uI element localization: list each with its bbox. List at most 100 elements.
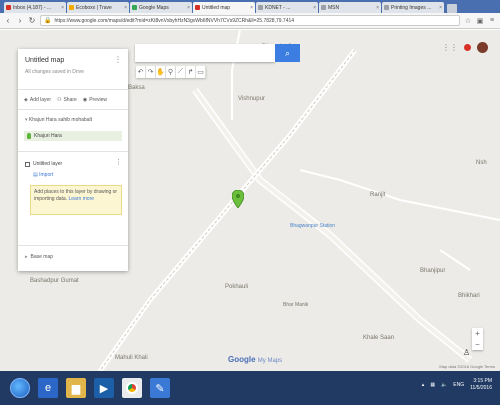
browser-tab[interactable]: Printing Images ... × [382,2,444,13]
add-layer-button[interactable]: ◈Add layer [24,97,51,103]
place-item-label: Khajuri Hara [34,133,62,139]
lock-icon: 🔒 [44,18,52,24]
share-label: Share [63,97,77,103]
layer-row[interactable]: Untitled layer [25,161,62,167]
preview-label: Preview [89,97,107,103]
tab-favicon-icon [6,5,11,10]
place-label: Nsh [476,160,487,166]
search-icon: ⌕ [284,47,291,58]
map-side-panel: Untitled map All changes saved in Drive … [18,49,128,271]
browser-tab[interactable]: Ecoboxx | Trave× [67,2,129,13]
browser-tab[interactable]: Google Maps× [130,2,192,13]
tab-close-icon[interactable]: × [439,4,442,11]
tab-close-icon[interactable]: × [313,4,316,11]
place-label: Baksa [128,85,145,91]
tab-favicon-icon [258,5,263,10]
hand-icon[interactable]: ✋ [156,66,166,78]
new-tab-button[interactable] [447,4,457,13]
tab-close-icon[interactable]: × [250,4,253,11]
tab-favicon-icon [69,5,74,10]
base-map-label: Base map [30,254,54,260]
map-toolbar: ↶ ↷ ✋ ⚲ ⟋ ↱ ▭ [136,66,206,78]
place-list-item[interactable]: Khajuri Hara [24,131,122,141]
volume-icon[interactable]: 🔈 [441,382,448,388]
browser-tab[interactable]: Untitled map× [193,2,255,13]
browser-tab[interactable]: KDNET - ...× [256,2,318,13]
preview-button[interactable]: ◉Preview [83,97,107,103]
place-label: Bhar Manik [283,302,309,308]
share-button[interactable]: ⚇Share [57,97,77,103]
undo-icon[interactable]: ↶ [136,66,146,78]
star-icon[interactable]: ☆ [464,17,472,25]
directions-layer[interactable]: ▾ Khajuri Hara sahib mohabalt [25,117,92,123]
system-tray: ▴ ▦ 🔈 ENG 3:15 PM 11/5/2016 [422,378,492,392]
share-icon: ⚇ [56,97,62,103]
map-canvas[interactable]: Dhanaha JotVishnupurBaksaRanjitBhagwanpu… [0,30,500,371]
panel-actions: ◈Add layer ⚇Share ◉Preview [24,97,107,103]
brand-google: Google [228,355,256,364]
divider [18,245,128,246]
collapse-icon: ▾ [25,117,29,123]
zoom-out-button[interactable]: − [475,340,480,349]
zoom-in-button[interactable]: + [475,329,480,338]
expand-icon: ▸ [25,254,28,260]
divider [18,151,128,152]
media-icon[interactable]: ▶ [94,378,114,398]
extension-icon[interactable]: ▣ [476,17,484,25]
language-indicator[interactable]: ENG [453,382,465,388]
search-button[interactable]: ⌕ [275,44,300,62]
tray-arrow-icon[interactable]: ▴ [421,382,425,388]
browser-tab[interactable]: MSN× [319,2,381,13]
redo-icon[interactable]: ↷ [146,66,156,78]
browser-tab[interactable]: Inbox (4,187) - ... × [4,2,66,13]
reload-icon[interactable]: ↻ [28,16,36,25]
forward-icon[interactable]: › [18,16,22,25]
folder-icon[interactable]: ▆ [66,378,86,398]
browser-tab-strip: Inbox (4,187) - ... ×Ecoboxx | Trave×Goo… [0,0,500,13]
draw-line-icon[interactable]: ⟋ [176,66,186,78]
map-marker-icon[interactable] [232,190,244,208]
back-icon[interactable]: ‹ [6,16,10,25]
paint-icon[interactable]: ✎ [150,378,170,398]
notification-icon[interactable] [464,44,471,51]
layer-checkbox[interactable] [25,161,30,167]
tab-close-icon[interactable]: × [124,4,127,11]
tab-label: Printing Images ... [391,4,432,11]
layer-more-icon[interactable]: ⋮ [115,159,122,166]
account-area: ⋮⋮ [442,42,488,53]
tab-close-icon[interactable]: × [376,4,379,11]
learn-more-link[interactable]: Learn more [68,196,95,202]
menu-icon[interactable]: ≡ [489,17,495,24]
marker-icon[interactable]: ⚲ [166,66,176,78]
place-label: Bhagwanpur Station [290,223,336,229]
tab-close-icon[interactable]: × [61,4,64,11]
map-title[interactable]: Untitled map [25,57,65,64]
import-link[interactable]: ▤ Import [33,172,53,178]
clock[interactable]: 3:15 PM 11/5/2016 [470,378,492,392]
place-label: Mahuli Khali [115,355,148,361]
chrome-icon[interactable] [122,378,142,398]
network-icon[interactable]: ▦ [430,382,436,388]
ie-icon[interactable]: e [38,378,58,398]
layer-name[interactable]: Untitled layer [33,161,63,167]
divider [18,109,128,110]
chrome-logo [126,382,138,394]
directions-icon[interactable]: ↱ [186,66,196,78]
import-label: Import [39,172,54,178]
place-label: Ranjit [370,192,386,198]
layer-hint: Add places to this layer by drawing or i… [30,185,122,215]
place-label: Bhanjipur [420,268,446,274]
browser-toolbar: ‹ › ↻ 🔒 https://www.google.com/maps/d/ed… [0,13,500,29]
apps-grid-icon[interactable]: ⋮⋮ [442,43,458,52]
import-icon: ▤ [33,172,40,178]
add-layer-icon: ◈ [24,97,28,103]
ruler-icon[interactable]: ▭ [196,66,206,78]
start-button[interactable] [10,378,30,398]
avatar[interactable] [477,42,488,53]
map-search-input[interactable] [135,44,275,62]
base-map-toggle[interactable]: ▸Base map [25,254,53,260]
pegman-icon[interactable]: ♙ [463,348,471,357]
more-vert-icon[interactable]: ⋮ [114,55,122,64]
address-bar[interactable]: 🔒 https://www.google.com/maps/d/edit?mid… [40,15,460,26]
tab-close-icon[interactable]: × [187,4,190,11]
